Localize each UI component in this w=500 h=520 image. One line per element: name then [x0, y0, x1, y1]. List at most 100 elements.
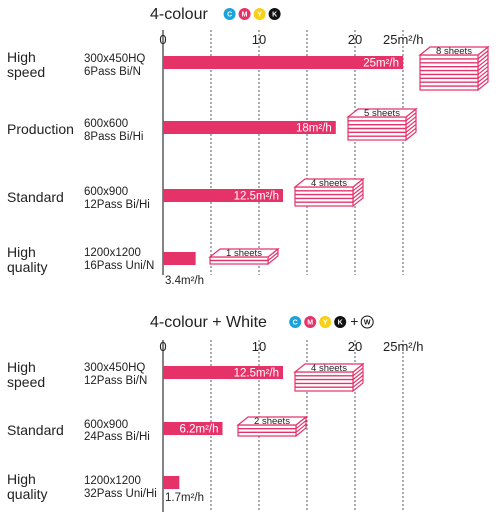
sheet-stack-icon-stripe-side	[405, 112, 417, 122]
category-label: High	[7, 471, 36, 487]
x-tick-label-four-colour-25: 25m²/h	[383, 32, 423, 47]
x-tick-label-four-colour-white-10: 10	[252, 339, 266, 354]
bar-value-label: 12.5m²/h	[234, 191, 279, 203]
sheet-stack-icon-top	[236, 416, 308, 426]
category-label: Standard	[7, 189, 64, 205]
sheet-stack-icon-front	[294, 186, 354, 207]
sheet-stack-icon-stripe-side	[405, 123, 417, 133]
sheet-stack-icon-label: 4 sheets	[311, 178, 347, 189]
print-mode-label: 600x600	[84, 118, 128, 130]
bar-four-colour-1	[163, 121, 336, 134]
sheet-stack-icon-label: 1 sheets	[226, 248, 262, 259]
sheet-stack-icon-stripe-side	[405, 116, 417, 126]
sheet-stack-icon: 4 sheets	[293, 177, 365, 208]
bar-value-label: 12.5m²/h	[234, 368, 279, 380]
ink-badge-label-c-four-colour-white: C	[293, 320, 298, 327]
sheet-stack-icon-front	[294, 371, 354, 392]
sheet-stack-icon-stripe-side	[352, 186, 364, 196]
sheet-stack-icon-stripe-side	[352, 378, 364, 388]
chart-title-four-colour: 4-colour	[150, 6, 208, 23]
ink-badge-label-m-four-colour: M	[242, 12, 248, 19]
category-label: High	[7, 359, 36, 375]
sheet-stack-icon-stripe-side	[477, 69, 489, 79]
sheet-stack-icon-stripe-side	[267, 252, 279, 261]
sheet-stack-icon-stripe-side	[477, 73, 489, 83]
bar-four-colour-3	[163, 252, 196, 265]
sheet-stack-icon-top	[418, 46, 490, 56]
bar-value-label: 25m²/h	[363, 58, 399, 70]
sheet-stack-icon-stripe-side	[477, 54, 489, 64]
sheet-stack-icon-top	[293, 363, 365, 373]
print-mode-label: 6Pass Bi/N	[84, 66, 141, 78]
sheet-stack-icon-stripe-side	[477, 77, 489, 87]
ink-badge-label-k-four-colour-white: K	[338, 320, 343, 327]
print-mode-label: 1200x1200	[84, 475, 141, 487]
category-label: Standard	[7, 422, 64, 438]
print-mode-label: 32Pass Uni/Hi	[84, 488, 157, 500]
sheet-stack-icon-stripe-side	[477, 58, 489, 68]
ink-badge-label-y-four-colour: Y	[257, 12, 262, 19]
bar-four-colour-0	[163, 56, 403, 69]
bar-four-colour-white-2	[163, 476, 180, 489]
category-label: quality	[7, 486, 47, 502]
print-mode-label: 300x450HQ	[84, 53, 145, 65]
ink-badge-label-m-four-colour-white: M	[307, 320, 313, 327]
sheet-stack-icon-label: 4 sheets	[311, 363, 347, 374]
ink-badge-label-w-four-colour-white: W	[364, 320, 371, 327]
ink-badge-label-y-four-colour-white: Y	[323, 320, 328, 327]
sheet-stack-icon-stripe-side	[477, 62, 489, 72]
sheet-stack-icon-stripe-side	[352, 189, 364, 199]
ink-badge-m-four-colour	[238, 8, 251, 20]
bar-value-label: 3.4m²/h	[165, 275, 204, 287]
print-mode-label: 12Pass Bi/N	[84, 375, 147, 387]
bar-four-colour-white-1	[163, 422, 223, 435]
bar-four-colour-white-0	[163, 366, 283, 379]
sheet-stack-icon-stripe-side	[352, 374, 364, 384]
category-label: speed	[7, 64, 45, 80]
print-mode-label: 300x450HQ	[84, 362, 145, 374]
ink-badge-label-k-four-colour: K	[272, 12, 277, 19]
sheet-stack-icon: 8 sheets	[418, 45, 490, 92]
print-mode-label: 24Pass Bi/Hi	[84, 431, 150, 443]
sheet-stack-icon-stripe-side	[477, 65, 489, 75]
x-tick-label-four-colour-white-25: 25m²/h	[383, 339, 423, 354]
x-tick-label-four-colour-10: 10	[252, 32, 266, 47]
x-tick-label-four-colour-white-0: 0	[159, 339, 166, 354]
ink-plus-four-colour-white: +	[350, 313, 358, 329]
print-mode-label: 1200x1200	[84, 247, 141, 259]
ink-badge-k-four-colour-white	[334, 316, 347, 328]
sheet-stack-icon-stripe-side	[352, 371, 364, 381]
ink-badge-c-four-colour	[223, 8, 236, 20]
sheet-stack-icon: 4 sheets	[293, 362, 365, 393]
sheet-stack-icon-stripe-side	[405, 120, 417, 129]
sheet-stack-icon-label: 5 sheets	[364, 108, 400, 119]
category-label: High	[7, 49, 36, 65]
sheet-stack-icon-top	[208, 248, 280, 258]
ink-badge-y-four-colour-white	[319, 316, 332, 328]
sheet-stack-icon: 5 sheets	[346, 107, 418, 142]
sheet-stack-icon-stripe-side	[295, 420, 307, 430]
ink-badge-k-four-colour	[268, 8, 281, 20]
ink-badge-c-four-colour-white	[289, 316, 302, 328]
sheet-stack-icon-stripe-side	[352, 182, 364, 192]
category-label: Production	[7, 121, 74, 137]
x-tick-label-four-colour-20: 20	[348, 32, 362, 47]
x-tick-label-four-colour-0: 0	[159, 32, 166, 47]
category-label: speed	[7, 374, 45, 390]
sheet-stack-icon: 2 sheets	[236, 415, 308, 438]
bar-four-colour-2	[163, 189, 283, 202]
sheet-stack-icon-top	[346, 108, 418, 118]
sheet-stack-icon-front	[419, 54, 479, 91]
bar-value-label: 18m²/h	[296, 123, 332, 135]
x-tick-label-four-colour-white-20: 20	[348, 339, 362, 354]
bar-value-label: 1.7m²/h	[165, 492, 204, 504]
bar-value-label: 6.2m²/h	[180, 424, 219, 436]
sheet-stack-icon-stripe-side	[295, 423, 307, 433]
sheet-stack-icon-stripe-side	[477, 50, 489, 60]
sheet-stack-icon-top	[293, 178, 365, 188]
